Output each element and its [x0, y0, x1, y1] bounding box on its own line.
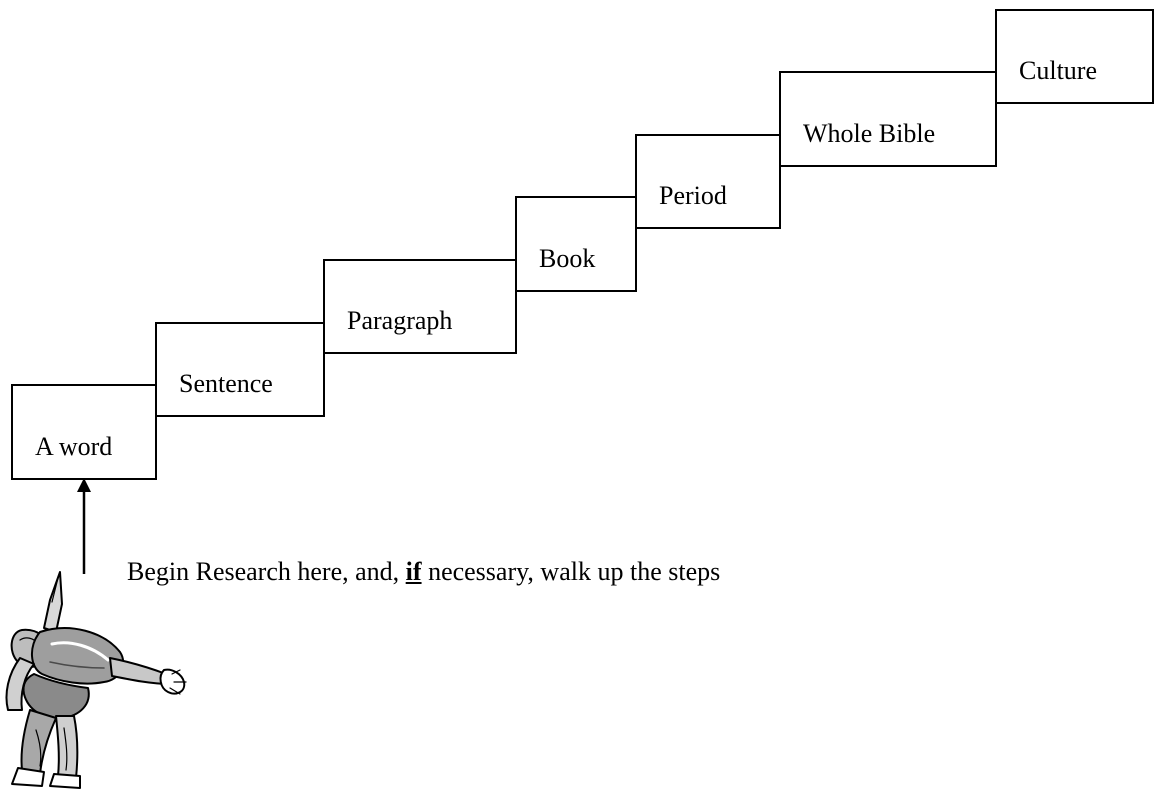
step-sentence: Sentence — [155, 322, 325, 417]
step-label: Period — [659, 181, 727, 210]
caption-text-start: Begin Research here, and, — [127, 557, 406, 586]
step-culture: Culture — [995, 9, 1154, 104]
instruction-caption: Begin Research here, and, if necessary, … — [127, 559, 720, 585]
step-label: A word — [35, 432, 113, 461]
climbing-person-icon — [5, 571, 187, 789]
step-period: Period — [635, 134, 781, 229]
step-label: Whole Bible — [803, 119, 936, 148]
step-a-word: A word — [11, 384, 157, 480]
caption-emphasis: if — [405, 557, 422, 586]
step-book: Book — [515, 196, 637, 292]
step-label: Culture — [1019, 56, 1097, 85]
caption-text-end: necessary, walk up the steps — [421, 557, 721, 586]
step-label: Book — [539, 244, 596, 273]
step-label: Sentence — [179, 369, 273, 398]
step-whole-bible: Whole Bible — [779, 71, 997, 167]
step-paragraph: Paragraph — [323, 259, 517, 354]
up-arrow-icon — [77, 478, 91, 574]
step-label: Paragraph — [347, 306, 453, 335]
